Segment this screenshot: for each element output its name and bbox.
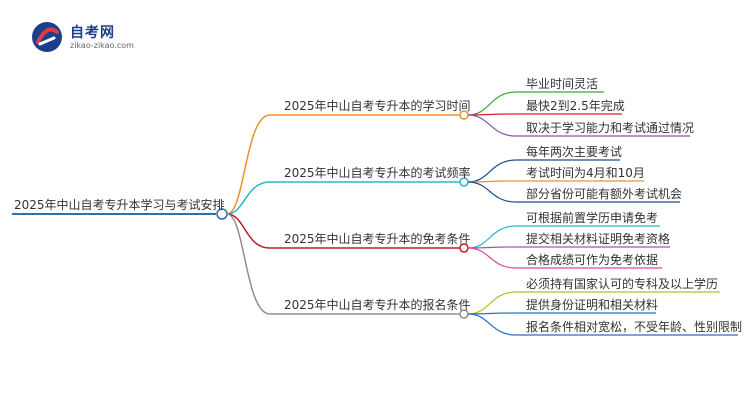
- branch-connector-1: [226, 181, 271, 215]
- leaf-connector-1-0: [467, 159, 517, 183]
- leaf-label: 合格成绩可作为免考依据: [526, 253, 659, 267]
- leaf-label: 每年两次主要考试: [526, 145, 623, 159]
- branch-label-exemption: 2025年中山自考专升本的免考条件: [284, 232, 471, 246]
- leaf-connector-1-2: [467, 181, 517, 203]
- branch-label-exam-frequency: 2025年中山自考专升本的考试频率: [284, 166, 471, 180]
- leaf-label: 提交相关材料证明免考资格: [526, 232, 671, 246]
- logo-mark-icon: [32, 22, 62, 52]
- branch-connector-0: [226, 114, 271, 215]
- root-label: 2025年中山自考专升本学习与考试安排: [14, 198, 225, 212]
- leaf-label: 毕业时间灵活: [526, 77, 599, 91]
- leaf-label: 部分省份可能有额外考试机会: [526, 187, 683, 201]
- leaf-label: 提供身份证明和相关材料: [526, 298, 659, 312]
- site-logo[interactable]: 自考网 zikao-zikao.com: [30, 20, 150, 54]
- branch-connector-3: [226, 213, 271, 315]
- leaf-label: 可根据前置学历申请免考: [526, 211, 659, 225]
- leaf-label: 取决于学习能力和考试通过情况: [526, 121, 695, 135]
- leaf-connector-3-2: [467, 313, 517, 336]
- leaf-connector-0-0: [467, 91, 517, 116]
- leaf-connector-2-0: [467, 225, 517, 249]
- leaf-connector-3-0: [467, 291, 517, 315]
- branch-label-study-time: 2025年中山自考专升本的学习时间: [284, 99, 471, 113]
- leaf-connector-2-2: [467, 247, 517, 269]
- leaf-label: 最快2到2.5年完成: [526, 99, 625, 113]
- leaf-label: 考试时间为4月和10月: [526, 166, 645, 180]
- logo-url: zikao-zikao.com: [70, 41, 134, 50]
- branch-label-registration: 2025年中山自考专升本的报名条件: [284, 298, 471, 312]
- logo-title: 自考网: [70, 25, 115, 41]
- branch-connector-2: [226, 213, 271, 249]
- leaf-label: 必须持有国家认可的专科及以上学历: [526, 277, 719, 291]
- leaf-label: 报名条件相对宽松，不受年龄、性别限制: [526, 320, 743, 334]
- leaf-connector-0-2: [467, 114, 517, 137]
